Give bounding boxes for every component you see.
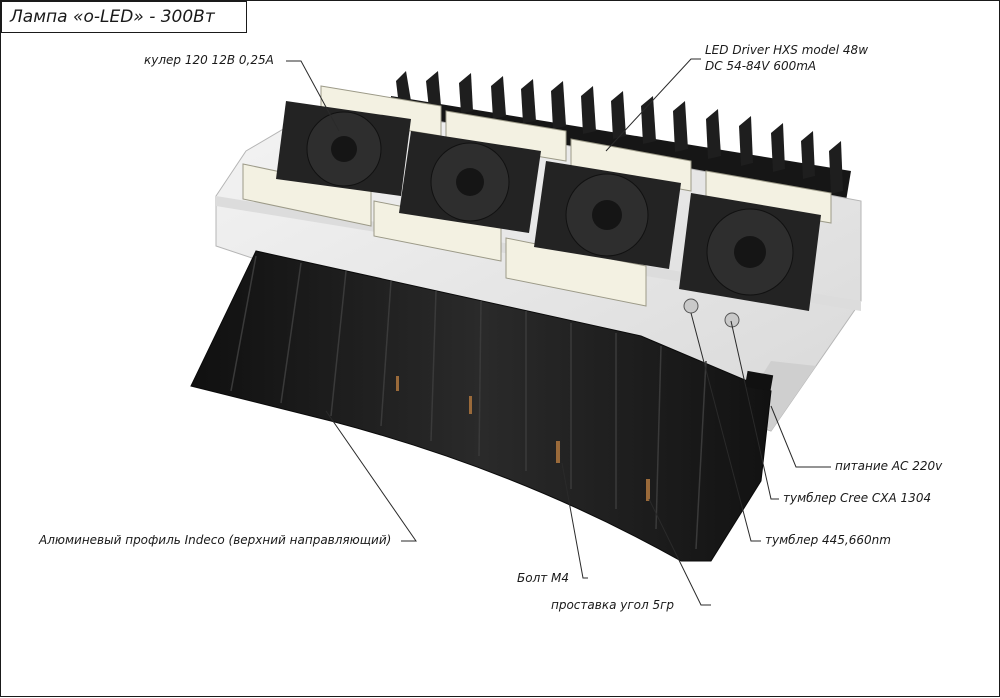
label-toggle-nm: тумблер 445,660nm bbox=[765, 533, 891, 547]
label-driver-line1: LED Driver HXS model 48w bbox=[705, 43, 869, 57]
leader-lines bbox=[286, 58, 831, 606]
label-power: питание AC 220v bbox=[835, 459, 943, 473]
label-bolt: Болт М4 bbox=[517, 571, 570, 585]
label-cooler: кулер 120 12В 0,25А bbox=[144, 53, 274, 67]
fan-3 bbox=[534, 161, 681, 269]
fan-4 bbox=[679, 193, 821, 311]
cooling-fans bbox=[276, 101, 821, 311]
drawing-title: Лампа «о-LED» - 300Вт bbox=[1, 1, 247, 33]
front-heatsink-profile bbox=[190, 250, 772, 562]
label-toggle-cree: тумблер Cree CXA 1304 bbox=[783, 491, 932, 505]
switches bbox=[683, 298, 774, 392]
led-drivers bbox=[242, 85, 832, 307]
label-profile: Алюминевый профиль Indeco (верхний напра… bbox=[39, 533, 392, 547]
fan-1 bbox=[276, 101, 411, 196]
label-spacer: проставка угол 5гр bbox=[551, 598, 675, 612]
fan-2 bbox=[399, 131, 541, 233]
label-driver-line2: DC 54-84V 600mA bbox=[705, 59, 817, 73]
